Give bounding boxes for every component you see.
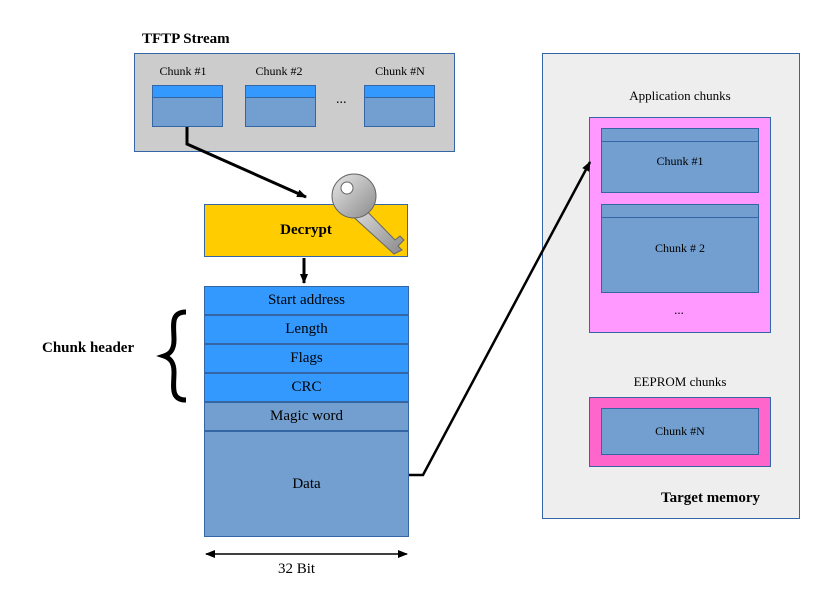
field-magic-word: Magic word <box>204 402 409 431</box>
width-label: 32 Bit <box>278 561 316 577</box>
chunk-header-bar <box>602 205 758 218</box>
app-chunk-1: Chunk #1 <box>601 128 759 193</box>
eeprom-chunks-label: EEPROM chunks <box>633 374 727 389</box>
stream-chunk-2-label: Chunk #2 <box>255 64 303 78</box>
app-chunk-2: Chunk # 2 <box>601 204 759 293</box>
chunk-header-bar <box>365 86 434 98</box>
tftp-stream-title: TFTP Stream <box>142 31 230 47</box>
decrypt-label: Decrypt <box>280 222 332 238</box>
eeprom-chunk-n-label: Chunk #N <box>655 424 705 438</box>
stream-chunk-n-label: Chunk #N <box>375 64 425 78</box>
field-data: Data <box>204 431 409 537</box>
chunk-header-bar <box>246 86 315 98</box>
target-memory-title: Target memory <box>661 490 760 506</box>
chunk-header-bar <box>153 86 222 98</box>
app-chunk-1-label: Chunk #1 <box>656 154 704 168</box>
curly-brace-icon <box>156 309 187 403</box>
arrow-stream-to-decrypt <box>185 127 307 199</box>
chunk-header-label: Chunk header <box>42 340 135 356</box>
application-chunks-label: Application chunks <box>629 88 731 103</box>
field-flags: Flags <box>204 344 409 373</box>
app-ellipsis: ... <box>674 302 684 317</box>
chunk-header-bar <box>602 129 758 142</box>
stream-ellipsis: ... <box>336 92 347 107</box>
stream-chunk-1 <box>152 85 223 127</box>
arrow-data-to-app-chunk <box>409 161 592 477</box>
stream-chunk-2 <box>245 85 316 127</box>
app-chunk-2-label: Chunk # 2 <box>654 241 705 255</box>
field-length: Length <box>204 315 409 344</box>
stream-chunk-n <box>364 85 435 127</box>
eeprom-chunk-n: Chunk #N <box>601 408 759 455</box>
key-icon <box>331 173 405 255</box>
field-start-address: Start address <box>204 286 409 315</box>
field-crc: CRC <box>204 373 409 402</box>
stream-chunk-1-label: Chunk #1 <box>159 64 207 78</box>
